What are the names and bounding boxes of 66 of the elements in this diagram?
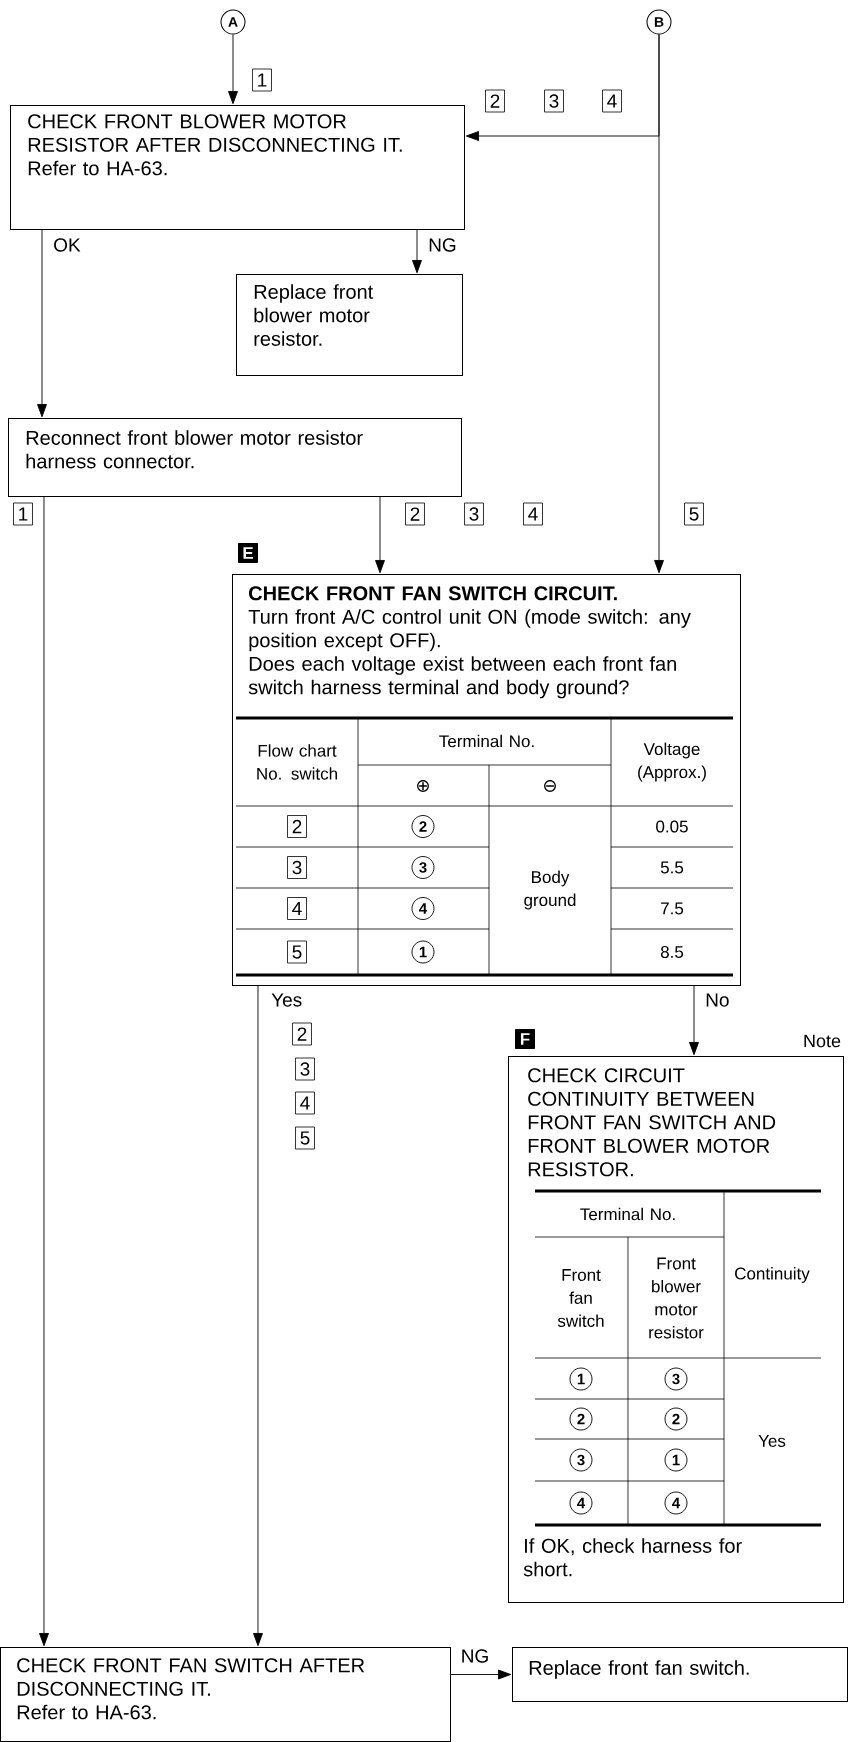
callout-number: 2 <box>287 815 307 838</box>
edge-label: NG <box>459 1648 491 1664</box>
terminal-number: 1 <box>569 1367 593 1391</box>
table-cell: Front fan switch <box>557 1269 604 1327</box>
edge-label: No <box>704 992 731 1008</box>
callout-number: 5 <box>287 940 307 964</box>
arrow <box>228 34 238 105</box>
terminal-sign: ⊕ <box>417 780 429 792</box>
terminal-number: 2 <box>569 1407 593 1431</box>
terminal-number: 1 <box>411 940 435 964</box>
edge-label: Yes <box>270 992 304 1008</box>
arrow <box>37 229 47 418</box>
callout-number: 3 <box>287 856 307 879</box>
callout-number: 4 <box>295 1091 315 1115</box>
callout-number: 2 <box>292 1022 312 1046</box>
edge-label: NG <box>427 237 458 253</box>
step-badge: F <box>515 1029 535 1049</box>
table-cell: Voltage (Approx.) <box>638 742 706 782</box>
callout-number: 4 <box>523 502 543 526</box>
table-cell: Front blower motor resistor <box>649 1257 704 1339</box>
arrow <box>253 985 263 1647</box>
table-cell: Body ground <box>524 870 576 910</box>
table-cell: 5.5 <box>660 861 684 874</box>
terminal-number: 1 <box>664 1448 688 1472</box>
callout-number: 3 <box>464 502 484 526</box>
callout-number: 5 <box>295 1126 315 1150</box>
arrow <box>654 34 664 574</box>
arrow <box>412 229 422 274</box>
table-cell: 0.05 <box>656 820 688 833</box>
terminal-number: 3 <box>569 1448 593 1472</box>
terminal-number: 4 <box>664 1491 688 1515</box>
table-cell: 7.5 <box>661 902 684 915</box>
callout-number: 5 <box>684 502 704 526</box>
terminal-number: 4 <box>411 897 435 920</box>
terminal-number: 2 <box>411 815 435 838</box>
callout-number: 3 <box>544 89 564 113</box>
process-box: CHECK FRONT BLOWER MOTOR RESISTOR AFTER DISCONNECTING IT. Refer to HA-63. <box>10 105 465 230</box>
callout-number: 4 <box>602 89 622 113</box>
arrow <box>375 496 385 574</box>
table-cell: Terminal No. <box>580 1207 675 1221</box>
terminal-number: 3 <box>664 1367 688 1391</box>
process-box: Replace front fan switch. <box>512 1647 848 1702</box>
callout-number: 3 <box>295 1057 315 1081</box>
arrow <box>689 985 699 1056</box>
callout-number: 1 <box>13 502 33 526</box>
edge-label: OK <box>52 237 82 253</box>
process-box: CHECK FRONT FAN SWITCH AFTER DISCONNECTING IT. Refer to HA-63. <box>0 1647 451 1742</box>
table-cell: Continuity <box>735 1267 810 1283</box>
callout-number: 2 <box>485 89 505 113</box>
process-box: Replace front blower motor resistor. <box>236 274 463 376</box>
arrow <box>450 1669 512 1680</box>
table-cell: Yes <box>758 1435 786 1447</box>
note-label: Note <box>804 1034 841 1048</box>
step-badge: E <box>238 543 258 563</box>
process-box: Reconnect front blower motor resistor harness connector. <box>8 418 462 497</box>
callout-number: 2 <box>405 502 425 526</box>
terminal-number: 4 <box>569 1491 593 1515</box>
terminal-number: 3 <box>411 856 435 879</box>
table-cell: Flow chart No. switch <box>257 744 337 780</box>
callout-number: 1 <box>252 68 272 92</box>
arrow <box>39 496 49 1647</box>
terminal-number: 2 <box>664 1407 688 1431</box>
callout-number: 4 <box>287 897 307 920</box>
table-cell: Terminal No. <box>439 734 534 748</box>
table-cell: 8.5 <box>660 946 684 959</box>
terminal-sign: ⊖ <box>544 780 556 792</box>
